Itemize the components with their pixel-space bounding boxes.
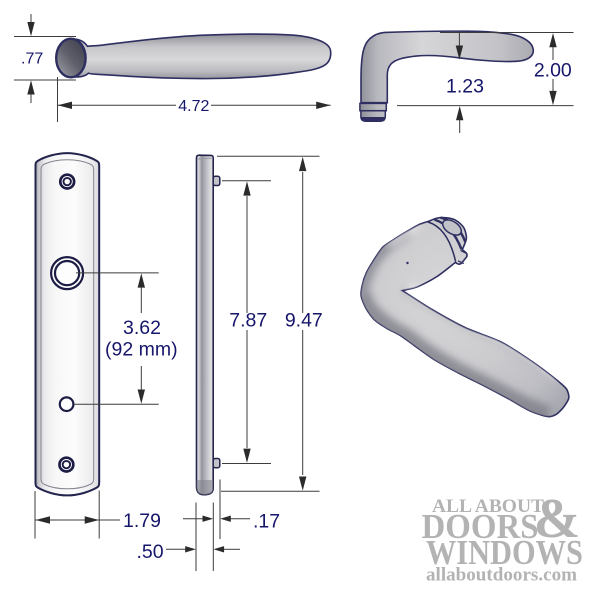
svg-text:allaboutdoors.com: allaboutdoors.com: [426, 565, 577, 586]
svg-text:2.00: 2.00: [534, 60, 572, 82]
svg-text:9.47: 9.47: [285, 310, 323, 332]
svg-text:4.72: 4.72: [178, 98, 209, 115]
svg-text:3.62: 3.62: [123, 317, 161, 339]
svg-text:.77: .77: [21, 51, 43, 68]
svg-text:1.23: 1.23: [446, 76, 484, 98]
svg-text:&: &: [534, 488, 581, 550]
svg-text:WINDOWS: WINDOWS: [426, 533, 583, 572]
svg-text:ALL ABOUT: ALL ABOUT: [432, 496, 544, 517]
svg-text:1.79: 1.79: [123, 510, 161, 532]
svg-text:(92 mm): (92 mm): [105, 338, 178, 360]
svg-text:.50: .50: [137, 541, 164, 563]
svg-text:.17: .17: [253, 511, 280, 533]
svg-text:7.87: 7.87: [229, 310, 267, 332]
svg-text:DOORS: DOORS: [422, 507, 539, 546]
